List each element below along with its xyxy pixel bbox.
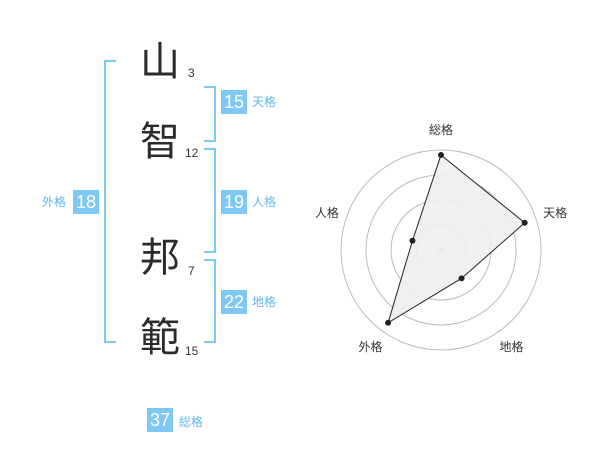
- radar-axis-label-5: 人格: [315, 205, 339, 220]
- jinkaku-value: 19: [221, 190, 247, 214]
- stroke-count-1: 3: [188, 66, 195, 80]
- radar-ring-4: [340, 149, 542, 351]
- stroke-count-4: 15: [185, 344, 199, 358]
- stroke-count-3: 7: [188, 264, 195, 278]
- radar-axis-label-2: 天格: [543, 205, 567, 220]
- radar-point-5: [409, 237, 416, 244]
- radar-axis-label-3: 地格: [499, 339, 523, 354]
- radar-point-1: [438, 152, 444, 158]
- name-char-1: 山: [140, 39, 180, 85]
- jinkaku-bracket: [204, 148, 216, 253]
- radar-point-3: [458, 275, 465, 282]
- radar-axis-label-1: 総格: [429, 122, 453, 137]
- gaikaku-bracket: [104, 60, 116, 343]
- name-char-2: 智: [140, 119, 180, 165]
- radar-point-4: [385, 319, 392, 326]
- name-char-4: 範: [140, 315, 180, 361]
- radar-point-2: [521, 219, 528, 226]
- chikaku-bracket: [204, 259, 216, 343]
- gaikaku-label: 外格: [42, 195, 67, 209]
- chikaku-label: 地格: [252, 295, 277, 309]
- tenkaku-bracket: [204, 86, 216, 142]
- radar-axis-label-4: 外格: [358, 339, 382, 354]
- tenkaku-value: 15: [221, 90, 247, 114]
- soukaku-label: 総格: [179, 415, 204, 429]
- tenkaku-label: 天格: [252, 95, 277, 109]
- name-char-3: 邦: [140, 235, 180, 281]
- radar-polygon: [387, 154, 526, 324]
- radar-shape: [385, 152, 528, 326]
- jinkaku-label: 人格: [252, 195, 277, 209]
- gaikaku-value: 18: [73, 190, 99, 214]
- soukaku-value: 37: [147, 408, 173, 432]
- chikaku-value: 22: [221, 290, 247, 314]
- stroke-count-2: 12: [185, 146, 199, 160]
